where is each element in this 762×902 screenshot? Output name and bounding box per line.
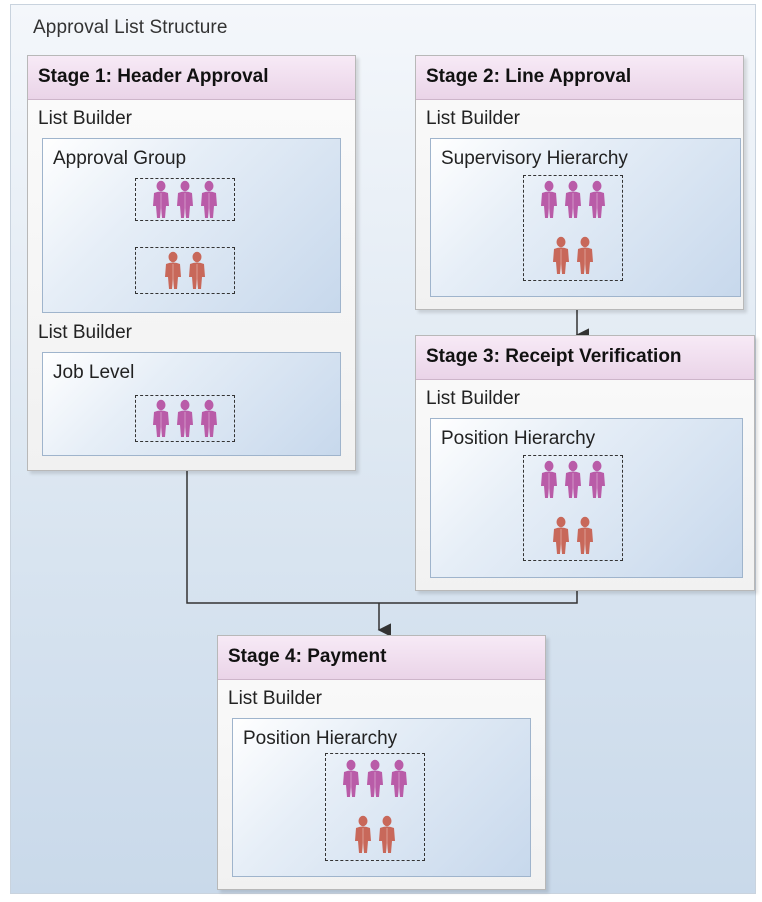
list-builder-label: List Builder	[38, 322, 132, 343]
person-icon	[391, 759, 407, 797]
approver-type-label: Supervisory Hierarchy	[441, 148, 628, 169]
person-icon	[379, 815, 395, 853]
person-icon	[541, 180, 557, 218]
approver-group	[135, 395, 235, 442]
person-icon	[589, 460, 605, 498]
stage-3-title: Stage 3: Receipt Verification	[416, 336, 754, 380]
stage-2: Stage 2: Line Approval List Builder Supe…	[415, 55, 744, 310]
approver-supervisory-hierarchy: Supervisory Hierarchy	[430, 138, 741, 297]
person-icon	[201, 399, 217, 437]
person-icon	[343, 759, 359, 797]
approver-job-level: Job Level	[42, 352, 341, 456]
approver-group	[135, 178, 235, 221]
person-icon	[577, 236, 593, 274]
list-builder-label: List Builder	[38, 108, 132, 129]
person-icon	[553, 516, 569, 554]
stage-2-title: Stage 2: Line Approval	[416, 56, 743, 100]
person-icon	[153, 180, 169, 218]
person-icon	[589, 180, 605, 218]
connector-stage1-to-stage4	[186, 471, 578, 604]
person-icon	[553, 236, 569, 274]
person-icon	[189, 251, 205, 289]
stage-1-title: Stage 1: Header Approval	[28, 56, 355, 100]
person-icon	[541, 460, 557, 498]
approver-approval-group: Approval Group	[42, 138, 341, 313]
approver-position-hierarchy: Position Hierarchy	[232, 718, 531, 877]
stage-4: Stage 4: Payment List Builder Position H…	[217, 635, 546, 890]
approver-type-label: Job Level	[53, 362, 135, 383]
approver-type-label: Position Hierarchy	[441, 428, 596, 449]
list-builder-label: List Builder	[426, 108, 520, 129]
approver-group	[325, 753, 425, 861]
approver-group	[523, 455, 623, 561]
approver-group	[135, 247, 235, 294]
diagram-title: Approval List Structure	[33, 17, 228, 38]
person-icon	[201, 180, 217, 218]
person-icon	[177, 180, 193, 218]
stage-4-title: Stage 4: Payment	[218, 636, 545, 680]
person-icon	[565, 460, 581, 498]
approver-type-label: Position Hierarchy	[243, 728, 398, 749]
stage-3: Stage 3: Receipt Verification List Build…	[415, 335, 755, 591]
person-icon	[165, 251, 181, 289]
person-icon	[153, 399, 169, 437]
approver-group	[523, 175, 623, 281]
person-icon	[577, 516, 593, 554]
person-icon	[367, 759, 383, 797]
person-icon	[177, 399, 193, 437]
approver-position-hierarchy: Position Hierarchy	[430, 418, 743, 578]
approver-type-label: Approval Group	[53, 148, 187, 169]
person-icon	[565, 180, 581, 218]
diagram-canvas: Approval List Structure Stage 1: Header …	[10, 4, 756, 894]
stage-1: Stage 1: Header Approval List Builder Ap…	[27, 55, 356, 471]
person-icon	[355, 815, 371, 853]
list-builder-label: List Builder	[228, 688, 322, 709]
list-builder-label: List Builder	[426, 388, 520, 409]
